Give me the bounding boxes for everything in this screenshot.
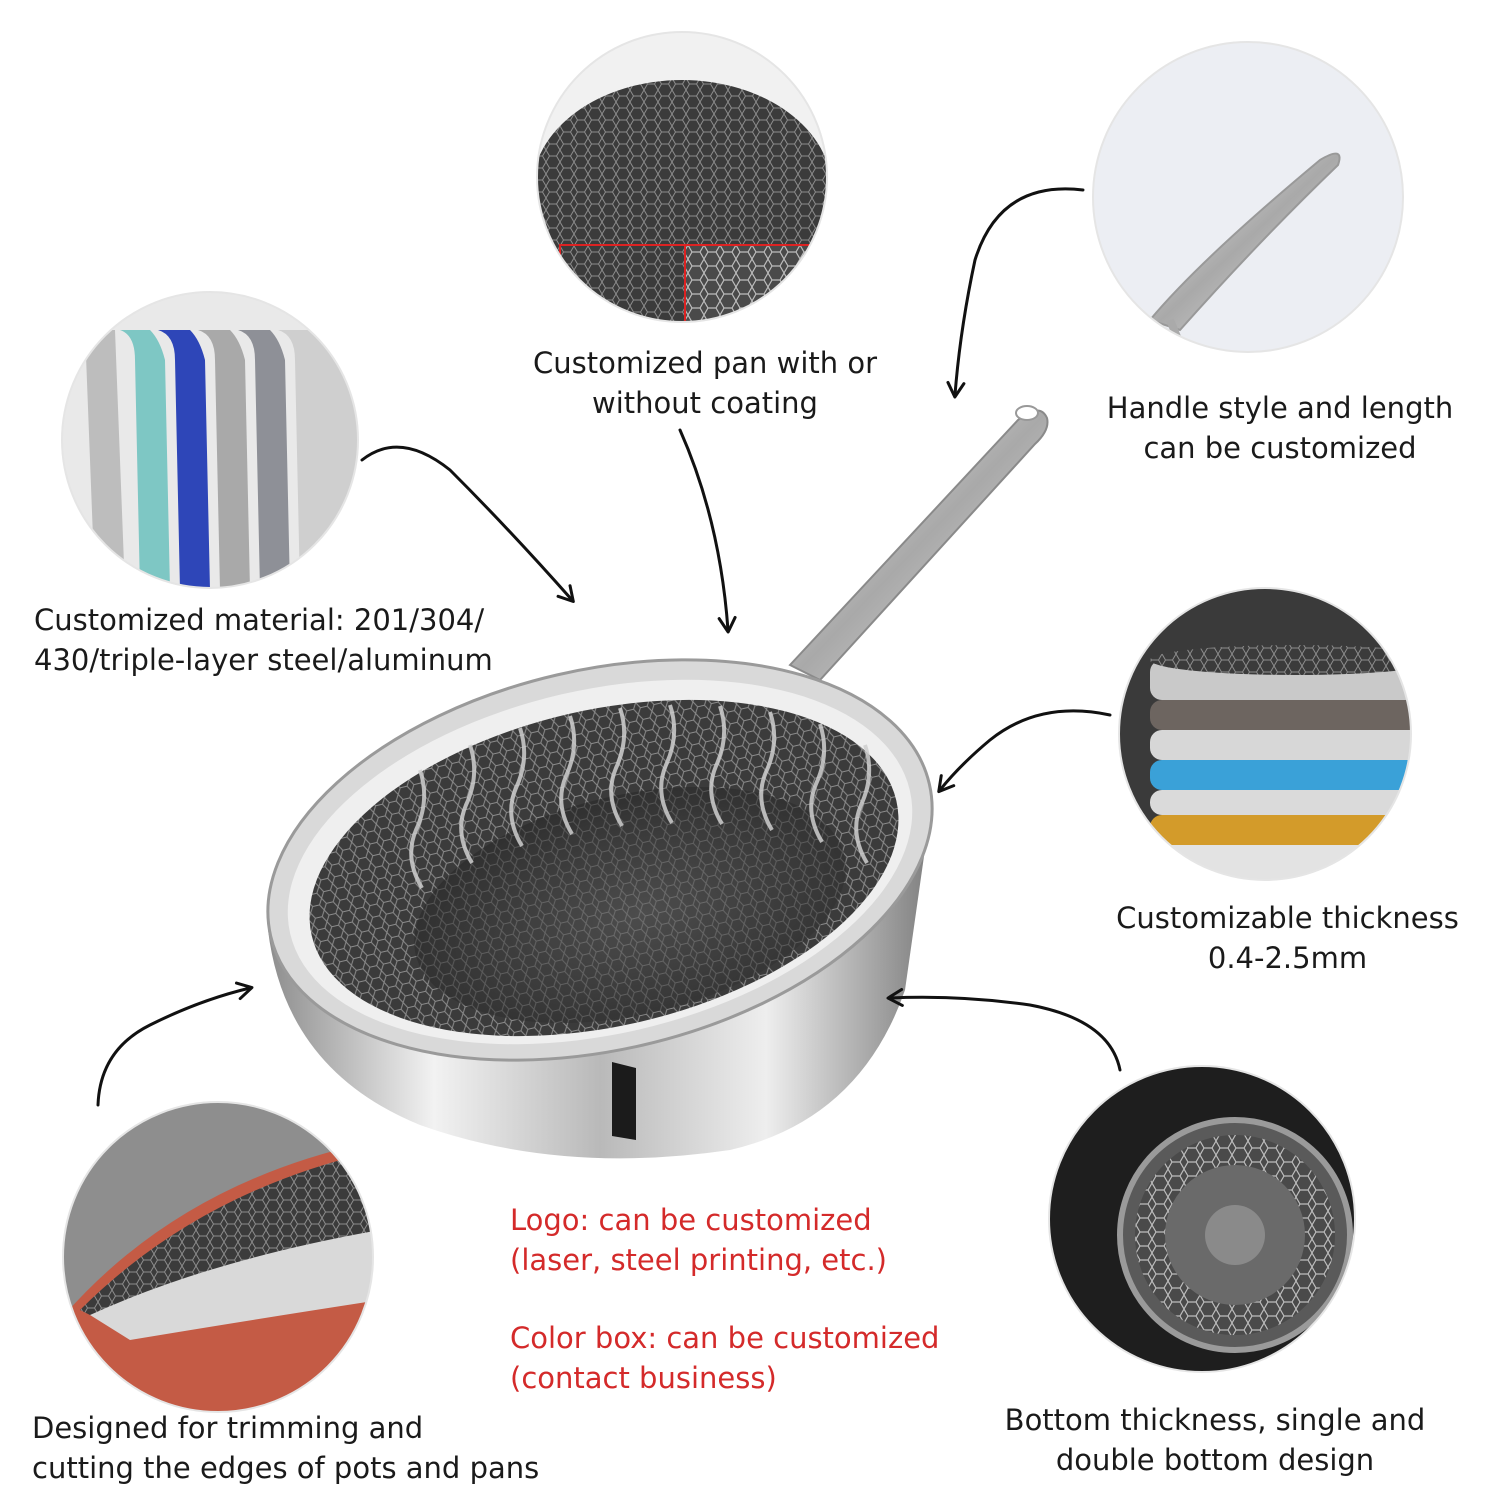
label-coating-line1: Customized pan with or bbox=[532, 346, 878, 380]
label-material: Customized material: 201/304/ 430/triple… bbox=[34, 600, 493, 680]
label-colorbox: Color box: can be customized (contact bu… bbox=[510, 1318, 939, 1398]
label-coating: Customized pan with or without coating bbox=[500, 343, 910, 423]
label-handle-line2: can be customized bbox=[1143, 431, 1417, 465]
label-material-line1: Customized material: 201/304/ bbox=[34, 603, 485, 637]
main-pan-illustration bbox=[266, 405, 1049, 1159]
arrow-bottom bbox=[886, 987, 1122, 1072]
label-colorbox-line2: (contact business) bbox=[510, 1361, 777, 1395]
bottom-closeup bbox=[1048, 1065, 1356, 1373]
label-logo-line1: Logo: can be customized bbox=[510, 1203, 872, 1237]
handle-closeup bbox=[1092, 41, 1404, 353]
label-colorbox-line1: Color box: can be customized bbox=[510, 1321, 940, 1355]
label-bottom-line2: double bottom design bbox=[1055, 1443, 1375, 1477]
label-thickness-line1: Customizable thickness bbox=[1116, 901, 1459, 935]
arrow-material bbox=[360, 445, 575, 603]
label-coating-line2: without coating bbox=[592, 386, 818, 420]
label-logo-line2: (laser, steel printing, etc.) bbox=[510, 1243, 887, 1277]
label-thickness: Customizable thickness 0.4-2.5mm bbox=[1100, 898, 1475, 978]
arrow-handle bbox=[946, 187, 1085, 399]
coating-closeup bbox=[536, 31, 828, 323]
material-layers-closeup bbox=[61, 291, 359, 589]
label-trimming: Designed for trimming and cutting the ed… bbox=[32, 1408, 539, 1488]
label-thickness-line2: 0.4-2.5mm bbox=[1207, 941, 1368, 975]
label-handle-line1: Handle style and length bbox=[1106, 391, 1454, 425]
label-handle: Handle style and length can be customize… bbox=[1080, 388, 1480, 468]
arrow-trimming bbox=[96, 981, 254, 1107]
thickness-stack-closeup bbox=[1118, 587, 1412, 881]
label-bottom: Bottom thickness, single and double bott… bbox=[975, 1400, 1455, 1480]
label-trimming-line2: cutting the edges of pots and pans bbox=[32, 1451, 540, 1485]
arrow-thickness bbox=[937, 709, 1112, 794]
label-material-line2: 430/triple-layer steel/aluminum bbox=[34, 643, 493, 677]
arrow-coating bbox=[678, 428, 737, 634]
rim-closeup bbox=[62, 1101, 374, 1413]
label-trimming-line1: Designed for trimming and bbox=[32, 1411, 424, 1445]
label-bottom-line1: Bottom thickness, single and bbox=[1004, 1403, 1426, 1437]
callout-arrows bbox=[96, 187, 1122, 1107]
label-logo: Logo: can be customized (laser, steel pr… bbox=[510, 1200, 887, 1280]
